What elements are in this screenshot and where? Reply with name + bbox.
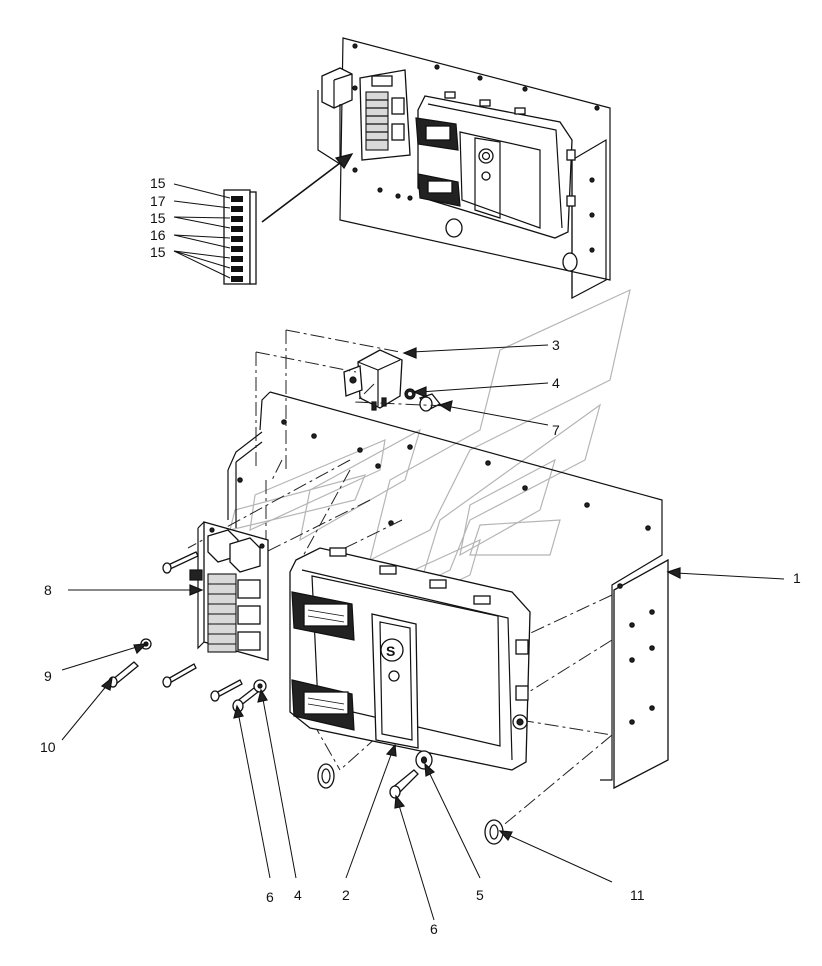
callout-6-bottom: 6 (430, 921, 438, 937)
screw-upper-left (162, 551, 199, 574)
inset-fuse-board (359, 69, 411, 161)
relay (343, 349, 403, 411)
callout-fuse-15-top: 15 (150, 175, 166, 191)
callout-fuse-15-bottom: 15 (150, 244, 166, 260)
screw-mid-left (162, 663, 197, 688)
callout-10: 10 (40, 739, 56, 755)
callout-fuse-17: 17 (150, 193, 166, 209)
callout-1: 1 (793, 570, 801, 586)
fuse-strip-detail: 15 17 15 16 15 (150, 175, 257, 285)
washer-5 (415, 750, 433, 770)
brand-logo-icon: S (386, 643, 395, 659)
side-bracket (613, 558, 669, 790)
callout-fuse-16: 16 (150, 227, 166, 243)
washer-4-lower (253, 679, 267, 693)
mounting-plate (227, 391, 663, 781)
screw-6-bottom (389, 769, 419, 799)
screw-10 (108, 661, 139, 688)
callout-7: 7 (552, 422, 560, 438)
relay-washer (404, 388, 416, 400)
control-unit: S (289, 547, 531, 771)
inset-control-unit (415, 91, 578, 272)
screws-left (108, 551, 267, 713)
callout-leaders (61, 344, 785, 921)
callout-6-left: 6 (266, 889, 274, 905)
callout-fuse-15-mid: 15 (150, 210, 166, 226)
callout-8: 8 (44, 582, 52, 598)
callout-2: 2 (342, 887, 350, 903)
callout-4-top: 4 (552, 375, 560, 391)
grommet-left (317, 763, 335, 789)
inset-assembly (261, 37, 611, 299)
callout-4-bottom: 4 (294, 887, 302, 903)
callout-3: 3 (552, 337, 560, 353)
inset-relay (317, 67, 353, 166)
relay-screw (418, 393, 442, 412)
inset-arrow (261, 153, 354, 223)
callout-11: 11 (630, 887, 645, 903)
callout-9: 9 (44, 668, 52, 684)
callout-5: 5 (476, 887, 484, 903)
fuse-board (189, 521, 269, 661)
fuse-leader-lines (173, 183, 231, 279)
fuse-strip (223, 189, 257, 285)
plate-holes (352, 43, 600, 253)
screw-lower-left (210, 679, 243, 702)
